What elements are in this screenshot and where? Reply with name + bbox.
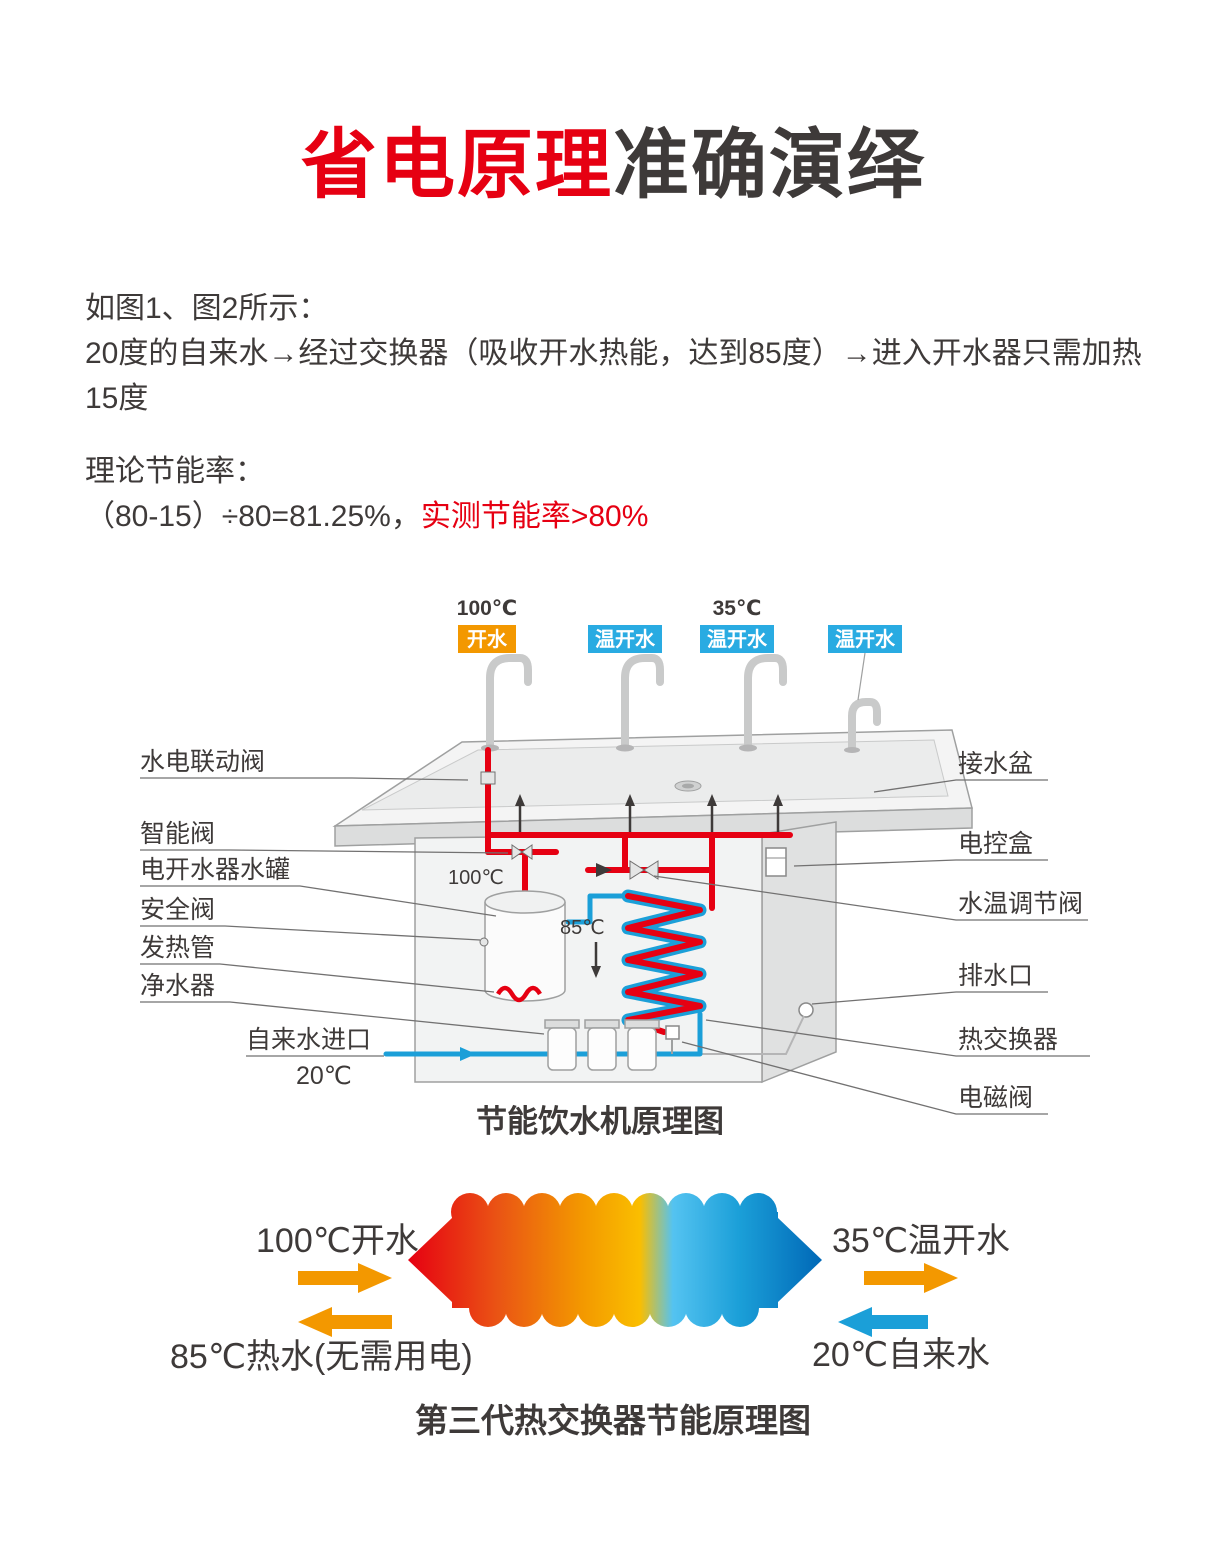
tap3-temp: 35℃ [713,597,762,620]
down-arrow-icon [591,942,601,978]
control-box [765,847,787,877]
heat-exchanger-schematic: 100℃开水 35℃温开水 85℃热水(无需用电) 20℃自来水 第三代热交换器… [170,1193,1010,1439]
tap4-badge [828,625,902,653]
label-water-power-valve: 水电联动阀 [140,748,265,776]
title-rest: 准确演绎 [613,123,925,208]
safety-valve-icon [479,937,489,947]
up-arrow-icon [773,794,783,832]
title-highlight: 省电原理 [301,123,613,208]
label-boiler-tank: 电开水器水罐 [140,856,290,884]
faucet-warm-2 [744,654,787,750]
label-hot-in: 100℃开水 [256,1222,419,1260]
intro-line-2: 20度的自来水→经过交换器（吸收开水热能，达到85度）→进入开水器只需加热15度 [85,337,1142,415]
formula-line: （80-15）÷80=81.25%，实测节能率>80% [85,494,1160,539]
dispenser-caption: 节能饮水机原理图 [476,1104,724,1139]
filter-cartridge [587,1027,617,1071]
hot-in-arrow-icon [298,1263,392,1293]
faucet-boiling [486,654,532,750]
valves [479,771,680,1054]
label-drain-outlet: 排水口 [958,962,1033,990]
tap1-badge-label: 开水 [467,628,508,651]
faucet-warm-1 [621,654,664,750]
smart-valve-icon [511,844,533,860]
exchanger-cold-inlet-tip [778,1218,822,1302]
faucet-warm-3 [848,698,881,752]
cold-in-arrow-icon [838,1307,928,1337]
label-temp-regulating-valve: 水温调节阀 [958,890,1083,918]
right-arrow-icon [596,863,612,877]
label-smart-valve: 智能阀 [140,820,215,848]
label-drip-tray: 接水盆 [958,750,1033,778]
up-arrow-icon [515,794,525,832]
formula-plain: （80-15）÷80=81.25%， [85,500,421,533]
leader-lines [140,777,1090,1115]
water-power-valve-icon [480,771,496,785]
label-tap-water-inlet: 自来水进口 [246,1026,371,1054]
cold-water-pipes [383,893,703,1061]
label-inlet-temp: 20℃ [296,1062,352,1090]
exchanger-body [408,1193,822,1327]
boiler-temp-label: 100℃ [448,867,504,889]
heating-element-icon [496,985,542,1003]
tap3-badge-label: 温开水 [707,627,768,651]
intro-line-1: 如图1、图2所示： [85,292,329,325]
boiler-tank: 100℃ 85℃ [448,867,605,1003]
exchanger-hot-inlet-tip [408,1218,452,1302]
label-solenoid-valve: 电磁阀 [958,1084,1033,1112]
tap4-badge-label: 温开水 [835,627,896,651]
preheated-out-arrow-icon [298,1307,392,1337]
filter-cartridge [547,1027,577,1071]
label-heating-tube: 发热管 [140,934,215,962]
tap-labels: 100℃ 35℃ 开水 温开水 温开水 温开水 [457,597,902,653]
sink-counter [332,729,973,847]
formula-measured-value: 实测节能率>80% [420,500,649,533]
tap1-badge [458,625,516,653]
label-warm-out: 35℃温开水 [832,1222,1010,1260]
faucets [481,652,881,753]
tap2-badge [588,625,662,653]
temperature-regulating-valve-icon [629,860,659,880]
drain-outlet [798,1002,814,1018]
intro-text-block: 如图1、图2所示： 20度的自来水→经过交换器（吸收开水热能，达到85度）→进入… [85,286,1160,539]
solenoid-valve-icon [665,1025,680,1054]
tap1-temp: 100℃ [457,597,517,620]
label-control-box: 电控盒 [958,830,1033,858]
water-filters [544,1019,660,1071]
heat-exchanger-coil [621,889,707,1027]
filter-cartridge [627,1027,657,1071]
cold-flow-arrow-icon [460,1047,476,1061]
exchanger-caption: 第三代热交换器节能原理图 [415,1402,811,1439]
intro-line-3: 理论节能率： [85,455,265,488]
preheat-temp-label: 85℃ [560,917,605,939]
warm-out-arrow-icon [864,1263,958,1293]
label-safety-valve: 安全阀 [140,896,215,924]
up-arrow-icon [625,794,635,832]
page-title: 省电原理准确演绎 [0,124,1226,208]
tap3-badge [700,625,774,653]
up-arrow-icon [707,794,717,832]
label-heat-exchanger: 热交换器 [958,1026,1058,1054]
sink-drain-icon [674,780,702,792]
label-water-filter: 净水器 [140,972,215,1000]
label-preheated-out: 85℃热水(无需用电) [170,1338,473,1376]
component-labels: 水电联动阀 智能阀 电开水器水罐 安全阀 发热管 净水器 自来水进口 20℃ 接… [140,748,1083,1112]
dispenser-schematic: 100℃ 35℃ 开水 温开水 温开水 温开水 [140,597,1090,1139]
label-cold-in: 20℃自来水 [812,1336,990,1374]
tap2-badge-label: 温开水 [595,627,656,651]
flow-arrows [515,794,783,978]
